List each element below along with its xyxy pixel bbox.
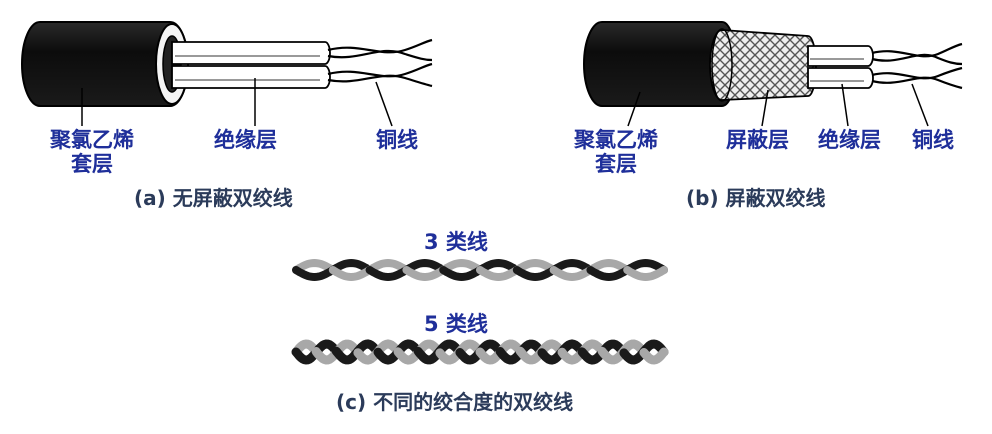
copper-wire-ends — [871, 42, 963, 90]
label-pvc-sheath-b: 聚氯乙烯 套层 — [574, 128, 658, 176]
light-strand-segment — [365, 258, 411, 274]
light-strand-segment — [402, 266, 448, 282]
dark-strand-segment — [639, 339, 669, 357]
insulated-conductor — [171, 41, 331, 89]
label-pvc-sheath-a: 聚氯乙烯 套层 — [50, 128, 134, 176]
dark-strand-segment — [373, 347, 403, 365]
light-strand-segment — [353, 347, 383, 365]
dark-strand-segment — [537, 347, 567, 365]
light-strand-segment — [476, 266, 521, 282]
leader-line-copper — [911, 83, 929, 127]
dark-strand-segment — [402, 258, 448, 274]
dark-strand-segment — [353, 339, 383, 357]
caption-a: (a) 无屏蔽双绞线 — [134, 186, 293, 210]
dark-strand-segment — [495, 347, 525, 365]
dark-strand-segment — [365, 266, 411, 282]
light-strand-segment — [455, 339, 485, 357]
cat5-twisted-pair — [291, 339, 669, 365]
light-strand-segment — [639, 347, 669, 365]
leader-line-copper — [375, 81, 393, 127]
label-cat5: 5 类线 — [424, 312, 488, 336]
dark-strand-segment — [455, 347, 485, 365]
caption-c: (c) 不同的绞合度的双绞线 — [336, 390, 574, 414]
braided-shield — [709, 29, 817, 101]
dark-strand-segment — [586, 266, 632, 282]
dark-strand-segment — [328, 258, 374, 274]
light-strand-segment — [311, 347, 341, 365]
dark-strand-segment — [439, 266, 484, 282]
light-strand-segment — [623, 266, 668, 282]
light-strand-segment — [393, 347, 423, 365]
dark-strand-segment — [476, 258, 521, 274]
light-strand-segment — [515, 346, 547, 365]
caption-b: (b) 屏蔽双绞线 — [686, 186, 826, 210]
label-insulation-b: 绝缘层 — [818, 128, 881, 152]
dark-strand-segment — [577, 347, 607, 365]
leader-line-shield — [761, 89, 769, 127]
dark-strand-segment — [557, 339, 587, 357]
label-copper-a: 铜线 — [376, 128, 418, 152]
light-strand-segment — [577, 339, 607, 357]
light-strand-segment — [291, 339, 321, 357]
light-strand-segment — [537, 339, 567, 357]
dark-strand-segment — [512, 266, 558, 282]
label-cat3: 3 类线 — [424, 230, 488, 254]
cat3-twisted-pair — [292, 258, 668, 282]
stp-cable-illustration — [583, 21, 963, 127]
dark-strand-segment — [292, 266, 337, 282]
leader-line-insulation — [841, 83, 849, 127]
dark-strand-segment — [393, 339, 423, 357]
light-strand-segment — [512, 258, 558, 274]
label-shield-b: 屏蔽层 — [726, 128, 789, 152]
light-strand-segment — [557, 347, 587, 365]
leader-line-sheath — [627, 91, 641, 127]
light-strand-segment — [586, 258, 632, 274]
label-copper-b: 铜线 — [912, 128, 954, 152]
dark-strand-segment — [331, 346, 363, 365]
light-strand-segment — [292, 258, 337, 274]
light-strand-segment — [475, 347, 505, 365]
dark-strand-segment — [475, 339, 505, 357]
light-strand-segment — [549, 266, 595, 282]
dark-strand-segment — [291, 347, 321, 365]
dark-strand-segment — [623, 258, 668, 274]
light-strand-segment — [439, 258, 484, 274]
light-strand-segment — [373, 339, 403, 357]
utp-cable-illustration — [21, 21, 433, 127]
label-insulation-a: 绝缘层 — [214, 128, 277, 152]
insulated-conductor — [807, 45, 874, 89]
copper-wire-ends — [327, 38, 433, 88]
dark-strand-segment — [549, 258, 595, 274]
light-strand-segment — [328, 266, 374, 282]
